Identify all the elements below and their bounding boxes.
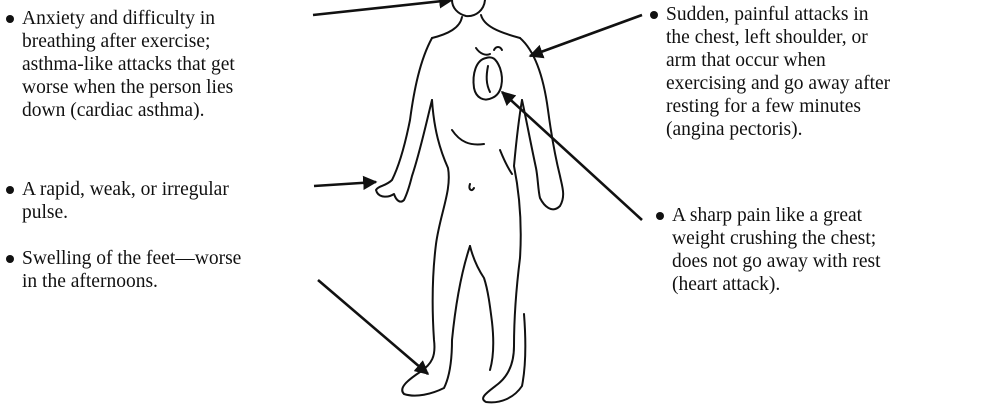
arrow-to-chest: [530, 15, 642, 56]
symptom-line: Swelling of the feet—worse: [22, 247, 241, 270]
bullet-pulse: [6, 186, 14, 194]
symptom-line: asthma-like attacks that get: [22, 53, 235, 76]
human-figure: [376, 0, 563, 402]
arrow-to-heart: [502, 92, 642, 220]
symptom-line: Sudden, painful attacks in: [666, 3, 890, 26]
arrow-to-wrist: [314, 182, 376, 186]
left-torso-outline: [402, 100, 470, 396]
symptom-line: down (cardiac asthma).: [22, 99, 235, 122]
symptom-swelling: Swelling of the feet—worse in the aftern…: [22, 247, 241, 293]
symptom-line: resting for a few minutes: [666, 95, 890, 118]
symptom-line: in the afternoons.: [22, 270, 241, 293]
inner-leg-outline: [470, 246, 493, 370]
arrows: [313, 0, 642, 374]
bullet-heart-attack: [656, 212, 664, 220]
arrow-to-feet: [318, 280, 428, 374]
symptom-line: worse when the person lies: [22, 76, 235, 99]
symptom-line: A sharp pain like a great: [672, 204, 881, 227]
symptom-line: arm that occur when: [666, 49, 890, 72]
right-arm-outline: [520, 38, 563, 209]
neck-outline: [432, 15, 520, 38]
symptom-line: Anxiety and difficulty in: [22, 7, 235, 30]
symptom-angina: Sudden, painful attacks in the chest, le…: [666, 3, 890, 141]
symptom-line: (heart attack).: [672, 273, 881, 296]
symptom-line: pulse.: [22, 201, 229, 224]
symptom-line: does not go away with rest: [672, 250, 881, 273]
symptom-line: exercising and go away after: [666, 72, 890, 95]
symptom-line: A rapid, weak, or irregular: [22, 178, 229, 201]
bullet-angina: [650, 11, 658, 19]
symptom-line: breathing after exercise;: [22, 30, 235, 53]
body-detail-lines: [452, 130, 512, 190]
symptom-pulse: A rapid, weak, or irregular pulse.: [22, 178, 229, 224]
symptom-line: (angina pectoris).: [666, 118, 890, 141]
heart-detail: [487, 66, 490, 92]
symptom-cardiac-asthma: Anxiety and difficulty in breathing afte…: [22, 7, 235, 122]
symptom-line: the chest, left shoulder, or: [666, 26, 890, 49]
bullet-swelling: [6, 255, 14, 263]
right-torso-outline: [483, 100, 525, 402]
bullet-cardiac-asthma: [6, 15, 14, 23]
head-outline: [452, 0, 485, 16]
symptom-heart-attack: A sharp pain like a great weight crushin…: [672, 204, 881, 296]
symptom-line: weight crushing the chest;: [672, 227, 881, 250]
arrow-to-head: [313, 0, 452, 15]
left-arm-outline: [376, 38, 432, 202]
